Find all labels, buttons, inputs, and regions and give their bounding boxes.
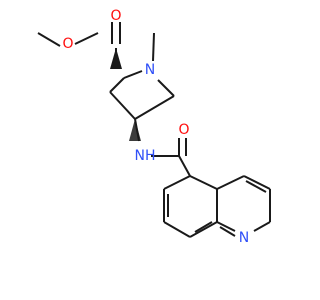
bond-isoq-d2 <box>194 221 213 233</box>
nitrogen-amide-label: NH <box>135 148 156 164</box>
bond-n1-c5 <box>157 79 175 97</box>
bond-isoq-4 <box>189 221 218 238</box>
oxygen-methoxy-label: O <box>62 36 73 52</box>
bond-isoq-6 <box>189 175 218 190</box>
molecule-drawing: O O N NH O N <box>37 8 271 246</box>
bond-c3-c2 <box>109 77 125 93</box>
bond-isoq-d3 <box>245 180 267 193</box>
nitrogen-isoquinoline-label: N <box>239 230 249 246</box>
hash-bond <box>129 119 141 141</box>
bond-isoq-8 <box>243 175 271 190</box>
nitrogen-pyrrolidine-label: N <box>145 62 155 78</box>
bond-n1-methyl <box>152 32 155 62</box>
bond-isoq-3 <box>163 221 191 238</box>
bond-c5-c4 <box>134 95 175 120</box>
oxygen-ester-carbonyl-label: O <box>110 8 121 24</box>
bond-isoq-d4 <box>219 226 236 237</box>
bond-isoq-1 <box>163 175 191 190</box>
wedge-bond <box>110 48 122 69</box>
bond-layer <box>37 22 271 238</box>
stereo-layer <box>110 48 141 141</box>
bond-methyl-o <box>37 32 61 47</box>
bond-amide-c-to-ring <box>178 155 191 177</box>
bond-isoq-10 <box>253 221 271 232</box>
bond-isoq-11 <box>216 221 236 232</box>
bond-c2-n1 <box>123 70 143 79</box>
bond-o-carbonyl-c <box>74 32 99 45</box>
bond-c4-c3 <box>109 91 136 120</box>
atom-label-layer: O O N NH O N <box>62 8 249 246</box>
structure-canvas: O O N NH O N <box>37 8 271 246</box>
bond-isoq-7 <box>216 175 245 190</box>
oxygen-amide-carbonyl-label: O <box>178 122 189 138</box>
